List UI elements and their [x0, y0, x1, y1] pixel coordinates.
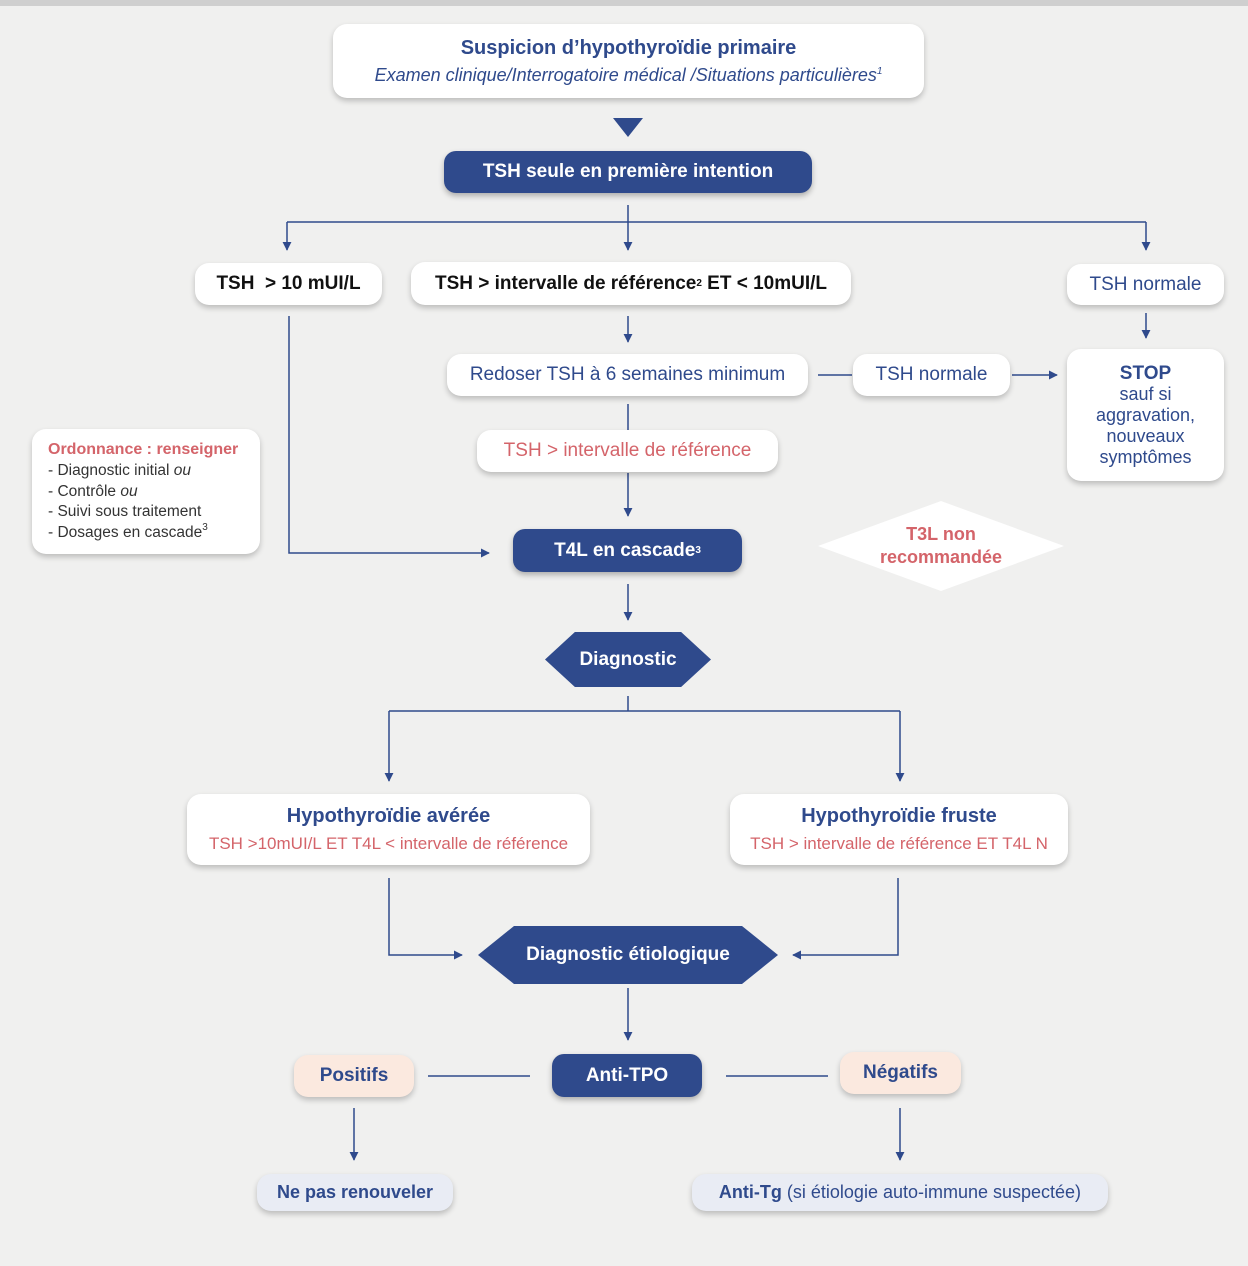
ordonnance-title: Ordonnance : renseigner	[48, 440, 239, 458]
ordonnance-item: - Dosages en cascade3	[48, 521, 208, 541]
positifs-box: Positifs	[294, 1055, 414, 1097]
ordonnance-box: Ordonnance : renseigner - Diagnostic ini…	[32, 429, 260, 554]
hypo-fruste-box: Hypothyroïdie fruste TSH > intervalle de…	[730, 794, 1068, 865]
tsh-gt-interval-box: TSH > intervalle de référence	[477, 430, 778, 472]
anti-tpo-box: Anti-TPO	[552, 1054, 702, 1097]
ordonnance-item: - Contrôle ou	[48, 482, 138, 500]
diag-etiologique-hexagon: Diagnostic étiologique	[478, 926, 778, 984]
anti-tg-box: Anti-Tg (si étiologie auto-immune suspec…	[692, 1174, 1108, 1211]
hypo-fruste-criteria: TSH > intervalle de référence ET T4L N	[750, 834, 1048, 853]
ordonnance-item: - Diagnostic initial ou	[48, 462, 192, 480]
down-triangle	[613, 118, 643, 137]
ordonnance-item: - Suivi sous traitement	[48, 503, 202, 521]
start-subtitle: Examen clinique/Interrogatoire médical /…	[374, 64, 883, 85]
redose-box: Redoser TSH à 6 semaines minimum	[447, 354, 808, 396]
hypo-averee-criteria: TSH >10mUI/L ET T4L < intervalle de réfé…	[208, 834, 569, 853]
tsh-gt-10-box: TSH > 10 mUI/L	[195, 263, 382, 305]
ne-pas-renouveler-box: Ne pas renouveler	[257, 1174, 453, 1211]
hypo-averee-box: Hypothyroïdie avérée TSH >10mUI/L ET T4L…	[187, 794, 590, 865]
tsh-first-intention: TSH seule en première intention	[444, 151, 812, 193]
hypo-fruste-title: Hypothyroïdie fruste	[801, 805, 997, 827]
start-title: Suspicion d’hypothyroïdie primaire	[460, 36, 797, 59]
tsh-normale-right: TSH normale	[1067, 264, 1224, 305]
stop-title: STOP	[1119, 362, 1172, 384]
stop-box: STOP sauf si aggravation, nouveaux sympt…	[1067, 349, 1224, 481]
start-box: Suspicion d’hypothyroïdie primaire Exame…	[333, 24, 924, 98]
top-band	[0, 0, 1248, 6]
hypo-averee-title: Hypothyroïdie avérée	[286, 805, 491, 827]
tsh-normale-mid: TSH normale	[853, 354, 1010, 396]
diagnostic-hexagon: Diagnostic	[545, 632, 711, 687]
negatifs-box: Négatifs	[840, 1052, 961, 1094]
